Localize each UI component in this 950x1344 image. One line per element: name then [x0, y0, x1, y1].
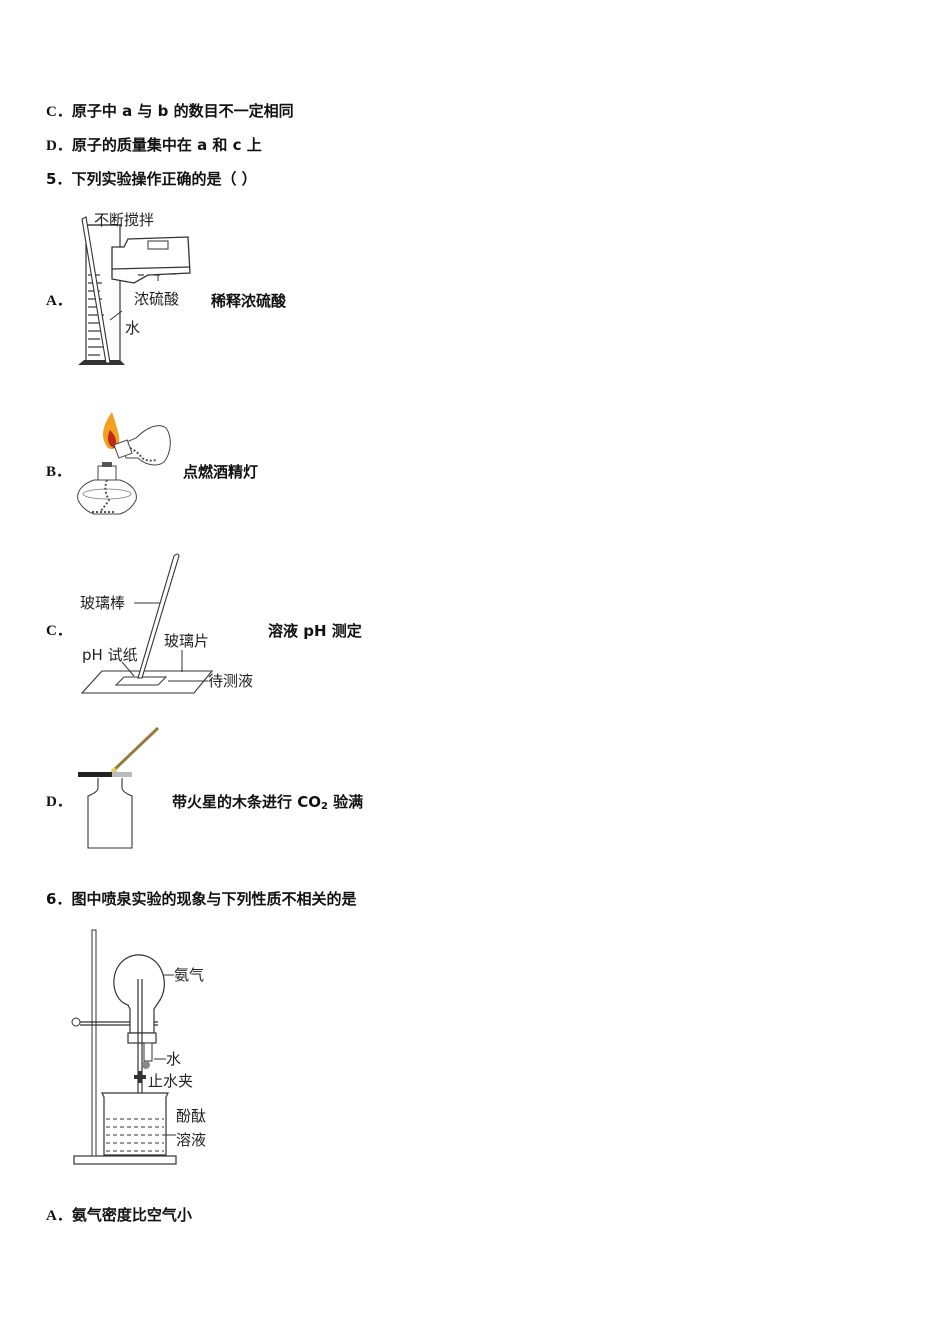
- label-solution: 溶液: [176, 1131, 206, 1149]
- q5-option-a-label: A．: [46, 293, 72, 309]
- co2-bottle-figure: [78, 726, 160, 849]
- option-text: 氨气密度比空气小: [71, 1206, 192, 1224]
- label-pinch-clamp: 止水夹: [148, 1072, 193, 1090]
- label-phenolphthalein: 酚酞: [176, 1107, 206, 1125]
- ph-test-figure: 玻璃棒 玻璃片 pH 试纸 待测液: [80, 553, 253, 694]
- alcohol-lamp-figure: [77, 412, 171, 515]
- label-water: 水: [166, 1050, 181, 1068]
- option-label: C．: [46, 104, 72, 120]
- label-ammonia: 氨气: [174, 966, 204, 984]
- question-number: 6．: [46, 890, 72, 908]
- question-number: 5．: [46, 170, 72, 188]
- q5-option-a-caption: 稀释浓硫酸: [211, 292, 287, 310]
- q6-option-a: A．氨气密度比空气小: [46, 1205, 192, 1226]
- label-stir: 不断搅拌: [94, 211, 154, 229]
- q5-option-b-caption: 点燃酒精灯: [183, 463, 259, 481]
- q5-option-c-label: C．: [46, 623, 72, 639]
- option-label: A．: [46, 1208, 72, 1224]
- question-text: 图中喷泉实验的现象与下列性质不相关的是: [71, 890, 357, 908]
- caption-text: 带火星的木条进行 CO: [172, 793, 321, 811]
- option-text: 原子中 a 与 b 的数目不一定相同: [71, 102, 294, 120]
- question-5-stem: 5．下列实验操作正确的是（ ）: [46, 169, 257, 189]
- label-glass-rod: 玻璃棒: [80, 594, 125, 612]
- fountain-experiment-figure: 氨气 水 止水夹 酚酞 溶液: [71, 929, 206, 1165]
- label-glass-plate: 玻璃片: [164, 632, 209, 650]
- option-label: D．: [46, 138, 72, 154]
- label-test-liquid: 待测液: [208, 672, 253, 690]
- option-text: 原子的质量集中在 a 和 c 上: [71, 136, 262, 154]
- label-conc-acid: 浓硫酸: [134, 290, 179, 308]
- label-water: 水: [125, 319, 140, 337]
- caption-suffix: 验满: [327, 793, 364, 811]
- label-ph-paper: pH 试纸: [82, 646, 138, 664]
- prev-option-c: C．原子中 a 与 b 的数目不一定相同: [46, 101, 294, 122]
- dilute-acid-figure: 不断搅拌 浓硫酸 水: [78, 211, 191, 365]
- question-text: 下列实验操作正确的是（ ）: [71, 170, 257, 188]
- q5-option-d-label: D．: [46, 794, 72, 810]
- q5-option-b-label: B．: [46, 464, 72, 480]
- question-6-stem: 6．图中喷泉实验的现象与下列性质不相关的是: [46, 889, 356, 909]
- caption-subscript: 2: [320, 801, 328, 812]
- q5-option-d-caption: 带火星的木条进行 CO2 验满: [172, 792, 363, 817]
- prev-option-d: D．原子的质量集中在 a 和 c 上: [46, 135, 262, 156]
- q5-option-c-caption: 溶液 pH 测定: [268, 622, 362, 640]
